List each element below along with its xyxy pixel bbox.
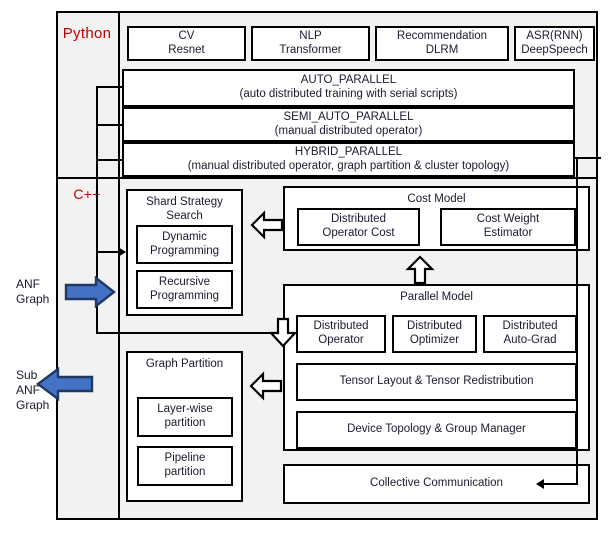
cost-model-cost-weight-estimator[interactable]: Cost Weight Estimator [440,208,576,246]
model-box-asr-deepspeech[interactable]: ASR(RNN) DeepSpeech [514,26,595,61]
cost-weight-estimator-line1: Cost Weight [476,213,540,226]
mode-auto-name: AUTO_PARALLEL [300,74,397,87]
parallel-model-tensor-layout-redistribution[interactable]: Tensor Layout & Tensor Redistribution [296,363,577,401]
distributed-autograd-line1: Distributed [502,320,558,333]
connector-to-shard-strategy [96,251,122,253]
block-arrow-down-shard-strategy-to-graph-partition [268,316,298,348]
cost-model-distributed-operator-cost[interactable]: Distributed Operator Cost [297,208,420,246]
block-arrow-up-parallel-model-to-cost-model [405,255,435,285]
shard-strategy-title-line2: Search [166,209,203,222]
shard-strategy-title-line1: Shard Strategy [146,196,223,208]
graph-partition-pipeline[interactable]: Pipeline partition [137,446,233,486]
sub-anf-graph-label-line2: ANF [16,383,40,397]
distributed-operator-line2: Operator [318,334,364,346]
dynamic-programming-line1: Dynamic [162,230,207,243]
layerwise-partition-line2: partition [164,417,206,429]
connector-stub-hybrid-parallel [96,159,122,161]
mode-auto-desc: (auto distributed training with serial s… [239,88,458,100]
cpp-layer-label: C++ [73,186,101,202]
sub-anf-graph-label-line1: Sub [16,368,38,382]
model-nlp-line1: NLP [299,29,322,42]
distributed-autograd-line2: Auto-Grad [503,334,557,346]
connector-hybrid-right-stub [575,157,601,159]
model-box-nlp-transformer[interactable]: NLP Transformer [251,26,370,61]
anf-graph-input-label: ANF Graph [16,277,58,307]
connector-to-collective-communication [544,483,578,485]
shard-strategy-dynamic-programming[interactable]: Dynamic Programming [136,225,233,264]
dynamic-programming-line2: Programming [149,244,220,257]
anf-graph-label-line2: Graph [16,292,50,306]
model-box-cv-resnet[interactable]: CV Resnet [127,26,246,61]
shard-strategy-recursive-programming[interactable]: Recursive Programming [136,270,233,309]
model-cv-line1: CV [178,29,195,42]
pipeline-partition-line1: Pipeline [164,452,206,465]
sub-anf-graph-label-line3: Graph [16,398,50,412]
distributed-operator-cost-line2: Operator Cost [322,227,395,239]
distributed-optimizer-line2: Optimizer [409,334,460,346]
graph-partition-title: Graph Partition [145,358,224,370]
blue-arrow-left-sub-anf-graph-output [36,366,94,402]
python-label-column-divider [118,11,120,177]
python-layer-label: Python [62,24,112,42]
model-nlp-line2: Transformer [279,43,342,56]
parallel-model-distributed-optimizer[interactable]: Distributed Optimizer [392,315,477,353]
block-arrow-left-parallel-model-to-graph-partition [249,369,283,403]
sub-anf-graph-output-label: Sub ANF Graph [16,368,58,413]
mode-semi-desc: (manual distributed operator) [274,124,423,137]
distributed-operator-cost-line1: Distributed [331,213,386,226]
connector-stub-auto-parallel [96,86,122,88]
model-rec-line1: Recommendation [396,29,488,42]
parallel-mode-auto-parallel[interactable]: AUTO_PARALLEL (auto distributed training… [122,69,575,107]
arrowhead-into-shard-strategy [118,247,126,257]
layerwise-partition-line1: Layer-wise [157,403,213,416]
mode-semi-name: SEMI_AUTO_PARALLEL [283,110,414,123]
distributed-operator-line1: Distributed [313,320,369,333]
cost-weight-estimator-line2: Estimator [483,227,533,239]
recursive-programming-line2: Programming [149,289,220,302]
distributed-optimizer-line1: Distributed [407,320,462,333]
model-rec-line2: DLRM [425,43,459,56]
connector-to-parallel-model [96,332,285,334]
connector-right-trunk [576,157,578,484]
arrowhead-into-collective-communication [536,479,544,489]
parallel-mode-semi-auto-parallel[interactable]: SEMI_AUTO_PARALLEL (manual distributed o… [122,107,575,142]
cpp-label-column-divider [118,179,120,520]
parallel-mode-hybrid-parallel[interactable]: HYBRID_PARALLEL (manual distributed oper… [122,142,575,177]
mode-hybrid-desc: (manual distributed operator, graph part… [187,159,510,172]
model-asr-line2: DeepSpeech [521,43,588,56]
parallel-model-device-topology-group-manager[interactable]: Device Topology & Group Manager [296,411,577,449]
model-cv-line2: Resnet [168,43,205,56]
connector-stub-semi-auto-parallel [96,124,122,126]
language-layer-divider [56,177,598,179]
blue-arrow-right-anf-graph-input [64,276,116,308]
model-asr-line1: ASR(RNN) [526,29,583,42]
cost-model-title: Cost Model [407,193,466,205]
block-arrow-left-cost-model-to-shard-strategy [250,208,284,242]
parallel-model-distributed-operator[interactable]: Distributed Operator [296,315,386,353]
anf-graph-label-line1: ANF [16,277,40,291]
graph-partition-layer-wise[interactable]: Layer-wise partition [137,397,233,437]
parallel-model-distributed-auto-grad[interactable]: Distributed Auto-Grad [483,315,577,353]
mode-hybrid-name: HYBRID_PARALLEL [294,145,403,158]
recursive-programming-line1: Recursive [158,275,211,288]
connector-left-trunk [96,86,98,334]
model-box-recommendation-dlrm[interactable]: Recommendation DLRM [375,26,509,61]
parallel-model-title: Parallel Model [400,291,473,303]
pipeline-partition-line2: partition [164,466,206,478]
